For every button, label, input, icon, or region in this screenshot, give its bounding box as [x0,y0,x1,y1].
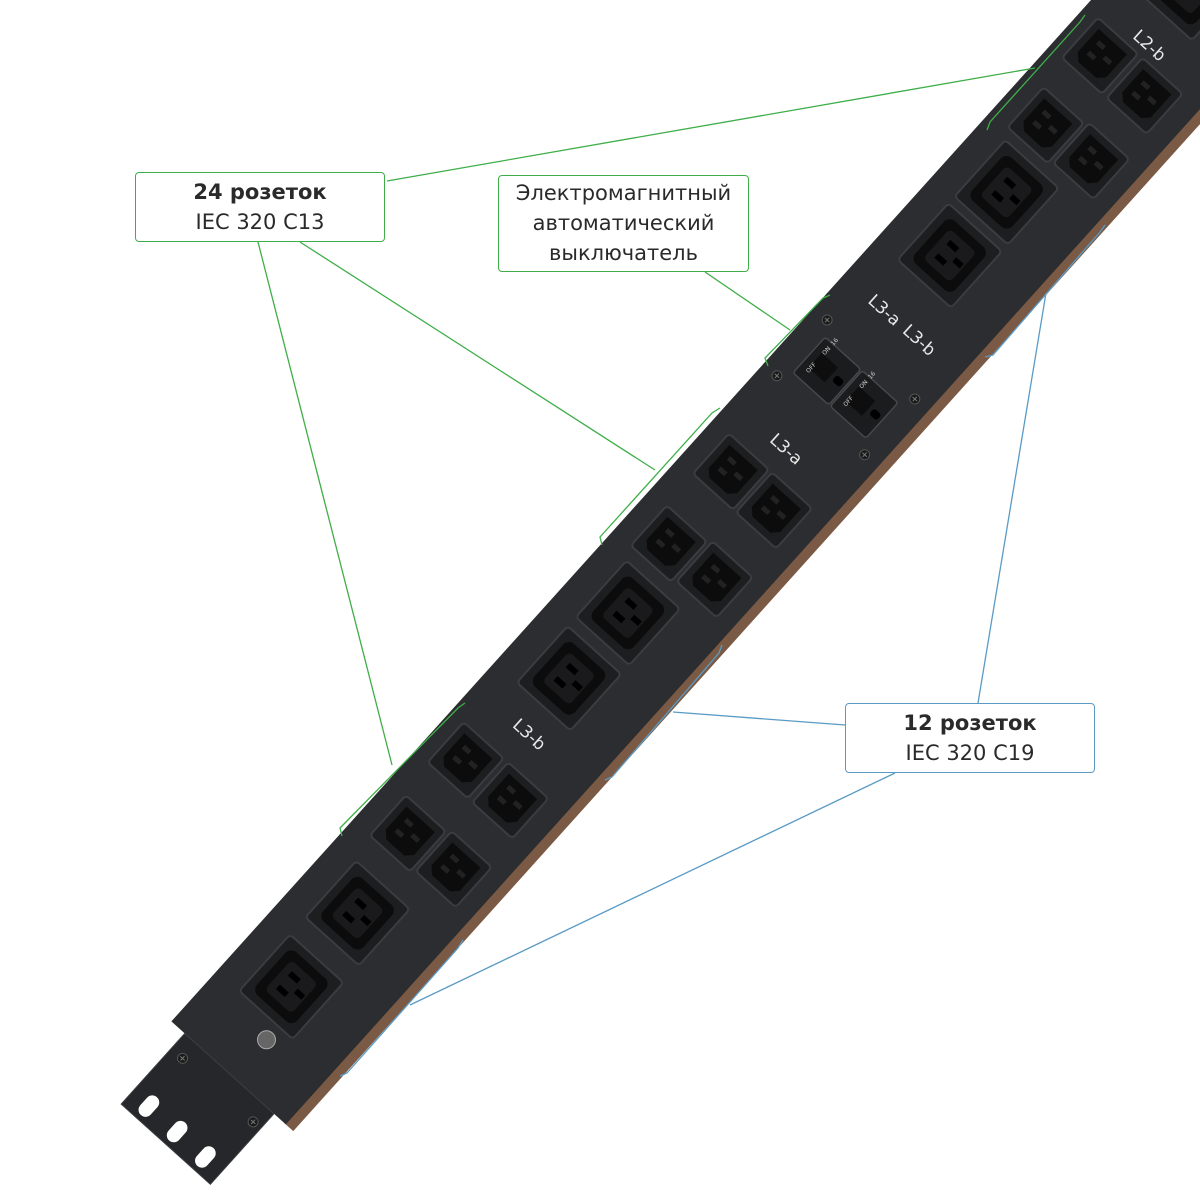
c13-leaders [257,14,1086,837]
callout-subtitle: IEC 320 C13 [195,210,325,234]
breaker-on-label: ON [821,345,832,357]
callout-c19-outlets: 12 розеток IEC 320 C19 [845,703,1095,773]
pdu-strip: L3-b L3-a OFF ON OFF ON 16 16 L3-a L3-b … [120,0,1200,1186]
callout-c13-outlets: 24 розеток IEC 320 C13 [135,172,385,242]
breaker-on-label: ON [858,379,869,391]
callout-line: Электромагнитный [515,181,732,205]
ground-icon [257,1030,277,1050]
callout-title: 24 розеток [193,180,327,204]
callout-subtitle: IEC 320 C19 [905,741,1035,765]
c19-leaders [339,224,1106,1077]
callout-line: автоматический [532,211,715,235]
breaker-rating: 16 [830,337,840,347]
breaker-rating: 16 [867,370,877,380]
callout-title: 12 розеток [903,711,1037,735]
mount-slot [195,1146,216,1168]
callout-breaker: Электромагнитный автоматический выключат… [498,175,749,272]
callout-line: выключатель [549,241,698,265]
mount-slot [138,1095,160,1117]
mount-slot [166,1120,188,1143]
